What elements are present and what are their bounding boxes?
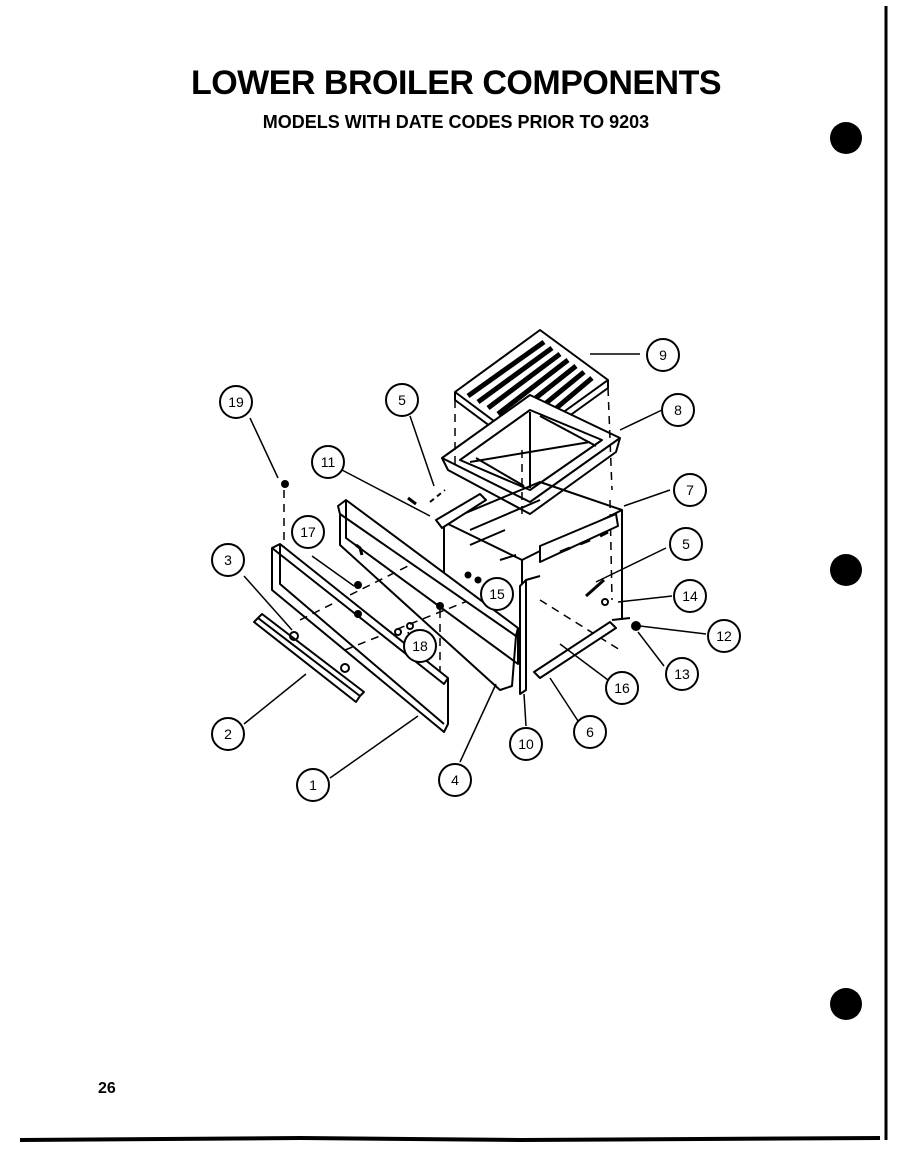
svg-text:18: 18 [412,638,428,654]
callout-15: 15 [480,577,514,611]
part-broiler-pan [441,394,621,515]
page-title: LOWER BROILER COMPONENTS [190,64,722,102]
svg-text:16: 16 [614,680,630,696]
callout-4: 4 [438,763,472,797]
callout-5-right: 5 [669,527,703,561]
callout-1: 1 [296,768,330,802]
svg-text:3: 3 [224,552,232,568]
part-left-rail [407,489,487,529]
callout-6: 6 [573,715,607,749]
binder-hole-top [830,122,862,154]
callout-5-left: 5 [385,383,419,417]
svg-text:2: 2 [224,726,232,742]
binder-hole-bottom [830,988,862,1020]
part-right-slide [533,578,641,679]
callout-11: 11 [311,445,345,479]
callout-19: 19 [219,385,253,419]
callout-18: 18 [403,629,437,663]
svg-text:7: 7 [686,482,694,498]
svg-text:13: 13 [674,666,690,682]
leader-lines [243,353,707,779]
exploded-parts-drawing [243,329,707,779]
part-handle [253,613,365,703]
svg-text:4: 4 [451,772,459,788]
bottom-edge-line [19,1135,881,1143]
callout-9: 9 [646,338,680,372]
callout-2: 2 [211,717,245,751]
callout-17: 17 [291,515,325,549]
svg-text:9: 9 [659,347,667,363]
callout-3: 3 [211,543,245,577]
svg-text:6: 6 [586,724,594,740]
svg-text:8: 8 [674,402,682,418]
svg-text:10: 10 [518,736,534,752]
part-inner-panel [337,499,519,691]
callout-10: 10 [509,727,543,761]
callout-8: 8 [661,393,695,427]
svg-text:14: 14 [682,588,698,604]
page-number: 26 [98,1080,116,1097]
page-subtitle: MODELS WITH DATE CODES PRIOR TO 9203 [262,112,650,132]
callout-13: 13 [665,657,699,691]
svg-text:11: 11 [321,454,336,470]
svg-text:17: 17 [300,524,316,540]
part-side-frame [519,575,541,695]
svg-text:19: 19 [228,394,244,410]
part-broiler-body [443,481,623,690]
svg-text:12: 12 [716,628,732,644]
callout-12: 12 [707,619,741,653]
svg-text:5: 5 [398,392,406,408]
part-screws-small [281,480,444,636]
callout-14: 14 [673,579,707,613]
svg-text:15: 15 [489,586,505,602]
callout-7: 7 [673,473,707,507]
svg-text:5: 5 [682,536,690,552]
binder-hole-middle [830,554,862,586]
svg-text:1: 1 [309,777,317,793]
callout-16: 16 [605,671,639,705]
